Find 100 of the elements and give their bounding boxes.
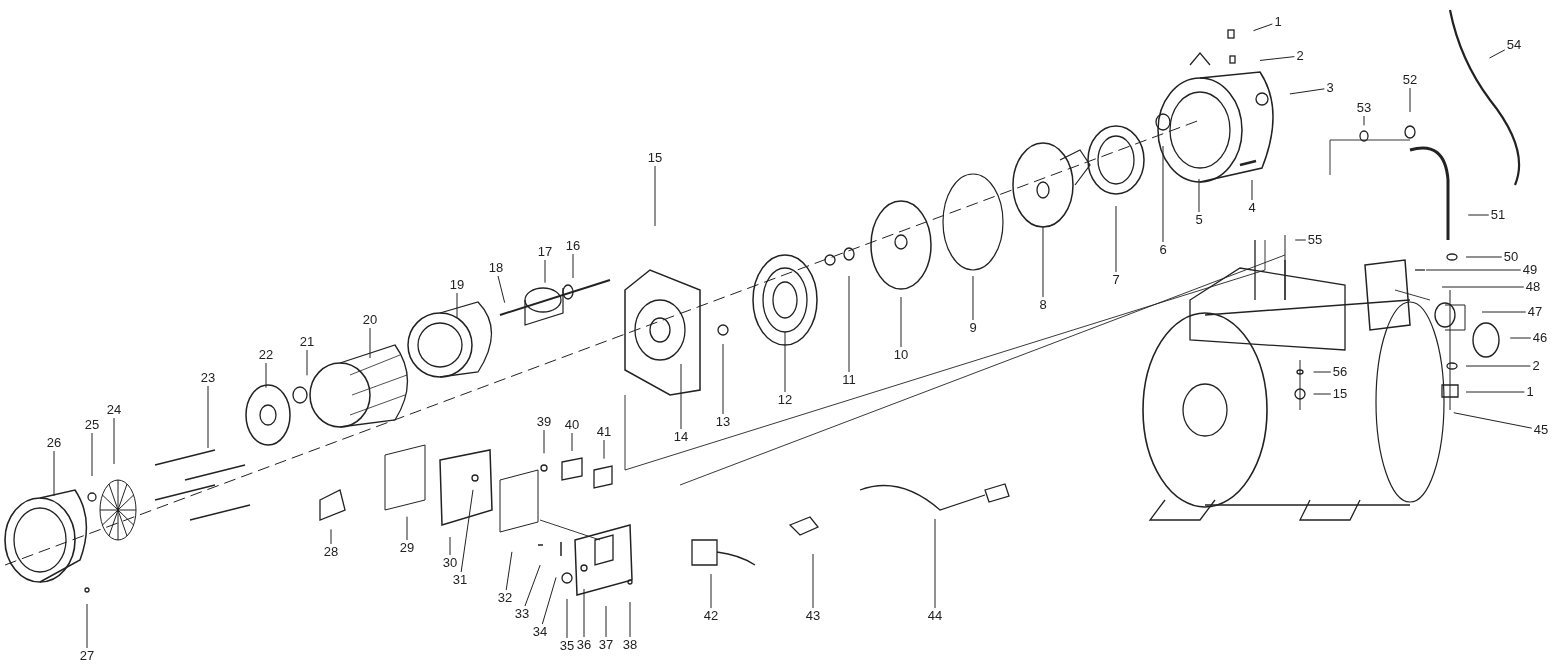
leader-line [306, 349, 308, 376]
leader-line [934, 518, 936, 609]
callout-number: 21 [298, 335, 316, 349]
leader-line [1294, 239, 1307, 241]
callout-number: 17 [536, 245, 554, 259]
callout-number: 18 [487, 261, 505, 275]
callout-number: 8 [1038, 298, 1048, 312]
callout-number: 2 [1295, 49, 1305, 63]
callout-number: 42 [702, 609, 720, 623]
leader-line [680, 363, 682, 430]
leader-line [497, 275, 506, 304]
leader-line [571, 432, 573, 452]
callout-number: 48 [1524, 280, 1542, 294]
callout-number: 15 [1331, 387, 1349, 401]
leader-line [1453, 412, 1533, 429]
callout-number: 3 [1325, 81, 1335, 95]
callout-number: 4 [1247, 201, 1257, 215]
leader-line [53, 450, 55, 497]
callout-number: 2 [1531, 359, 1541, 373]
callout-number: 14 [672, 430, 690, 444]
leader-line [1252, 23, 1273, 32]
leader-line [505, 551, 513, 591]
callout-number: 33 [513, 607, 531, 621]
callout-number: 41 [595, 425, 613, 439]
callout-number: 56 [1331, 365, 1349, 379]
leader-line [722, 343, 724, 415]
leader-line [605, 605, 607, 638]
callout-number: 52 [1401, 73, 1419, 87]
callout-number: 23 [199, 371, 217, 385]
leader-line [1481, 311, 1527, 313]
leader-line [86, 603, 88, 649]
callout-number: 53 [1355, 101, 1373, 115]
leader-line [629, 601, 631, 638]
leader-line [1467, 214, 1490, 216]
leader-line [603, 439, 605, 460]
callout-number: 55 [1306, 233, 1324, 247]
leader-line [812, 553, 814, 609]
leader-line [1198, 178, 1200, 213]
leader-line [91, 432, 93, 477]
callout-number: 11 [841, 373, 857, 387]
callout-number: 7 [1111, 273, 1121, 287]
leader-line [654, 165, 656, 227]
leader-line [456, 292, 458, 319]
leader-line [710, 573, 712, 609]
callout-number: 51 [1489, 208, 1507, 222]
leader-line [1409, 87, 1411, 113]
leader-line [848, 275, 850, 373]
callout-number: 1 [1525, 385, 1535, 399]
leader-line [1313, 371, 1332, 373]
leader-line [1425, 269, 1522, 271]
callout-number: 28 [322, 545, 340, 559]
leader-line [1259, 56, 1295, 61]
leader-line [207, 385, 209, 449]
leader-line [972, 275, 974, 321]
callout-number: 40 [563, 418, 581, 432]
leader-line [265, 362, 267, 389]
leader-line [1509, 337, 1532, 339]
callout-number: 30 [441, 556, 459, 570]
leader-line [784, 331, 786, 393]
callout-number: 5 [1194, 213, 1204, 227]
callout-number: 44 [926, 609, 944, 623]
leader-line [541, 576, 557, 625]
callout-number: 10 [892, 348, 910, 362]
leader-line [1465, 256, 1503, 258]
callout-number: 9 [968, 321, 978, 335]
callout-number: 43 [804, 609, 822, 623]
callout-number: 54 [1505, 38, 1523, 52]
callout-number: 20 [361, 313, 379, 327]
callout-number: 27 [78, 649, 96, 663]
leader-line [1489, 49, 1506, 59]
leader-line [1251, 179, 1253, 201]
callout-number: 45 [1532, 423, 1550, 437]
leader-line [572, 253, 574, 279]
callout-number: 13 [714, 415, 732, 429]
callout-number: 32 [496, 591, 514, 605]
callout-number: 36 [575, 638, 593, 652]
leader-line [900, 296, 902, 348]
leader-line [544, 259, 546, 284]
callout-number: 35 [558, 639, 576, 653]
callout-number: 16 [564, 239, 582, 253]
leader-line [583, 588, 585, 638]
leader-line [1162, 145, 1164, 243]
leader-line [369, 327, 371, 359]
callout-number: 47 [1526, 305, 1544, 319]
callout-number: 19 [448, 278, 466, 292]
leader-line [1115, 205, 1117, 273]
leader-line [406, 516, 408, 541]
callout-number: 24 [105, 403, 123, 417]
leader-line [113, 417, 115, 465]
leader-line [524, 564, 541, 607]
callout-number: 38 [621, 638, 639, 652]
callout-number: 34 [531, 625, 549, 639]
callout-number: 12 [776, 393, 794, 407]
callout-number: 49 [1521, 263, 1539, 277]
callout-number: 29 [398, 541, 416, 555]
leader-line [1289, 88, 1325, 95]
callout-number: 15 [646, 151, 664, 165]
leader-line [1313, 393, 1332, 395]
leader-line [330, 528, 332, 545]
leader-line [460, 489, 474, 573]
